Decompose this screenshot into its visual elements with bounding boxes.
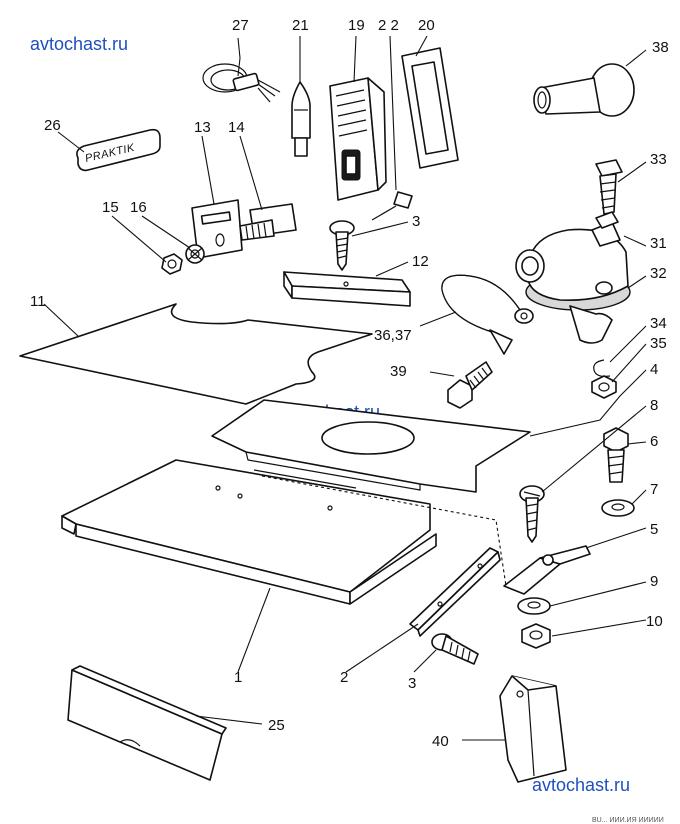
leader-lines	[43, 35, 647, 741]
callout-32: 32	[650, 265, 667, 282]
callout-21: 21	[292, 17, 309, 34]
callout-25: 25	[268, 717, 285, 734]
part-12-bar	[283, 271, 411, 307]
callout-38: 38	[652, 39, 669, 56]
part-22-pin	[371, 191, 413, 221]
callout-4: 4	[650, 361, 658, 378]
part-7-washer	[601, 499, 635, 517]
callout-14: 14	[228, 119, 245, 136]
callout-15: 15	[102, 199, 119, 216]
part-5-hinge	[503, 545, 591, 595]
part-16-washer	[185, 244, 205, 264]
callout-8: 8	[650, 397, 658, 414]
callout-22: 2 2	[378, 17, 399, 34]
callout-5: 5	[650, 521, 658, 538]
part-10-nut	[521, 623, 551, 649]
part-2-rail	[409, 547, 501, 637]
part-14-screw-plate	[239, 203, 297, 241]
callout-11: 11	[30, 293, 46, 310]
part-33-bolt	[595, 159, 623, 215]
callout-16: 16	[130, 199, 147, 216]
part-36-37-cable	[441, 274, 534, 355]
callout-10: 10	[646, 613, 663, 630]
callout-34: 34	[650, 315, 667, 332]
part-27-wire-holder	[202, 63, 281, 103]
part-8-screw	[519, 485, 545, 543]
part-34-clip	[593, 359, 611, 377]
callout-26: 26	[44, 117, 61, 134]
part-1-shelf-panel	[61, 459, 437, 605]
part-11-floor-mat	[19, 303, 373, 405]
part-38-rubber-boot	[533, 63, 635, 117]
part-6-bolt	[603, 427, 629, 483]
part-39-bolt	[447, 361, 493, 409]
watermark-top-left: avtochast.ru	[30, 34, 128, 54]
part-40-guard	[499, 675, 567, 783]
part-35-nut	[591, 375, 617, 399]
callout-39: 39	[390, 363, 407, 380]
callout-13: 13	[194, 119, 211, 136]
part-20-frame	[401, 47, 459, 169]
callout-20: 20	[418, 17, 435, 34]
part-21-bulb	[291, 81, 311, 157]
callout-27: 27	[232, 17, 249, 34]
callout-35: 35	[650, 335, 667, 352]
callout-numbers: 27 21 19 2 2 20 26 13 14 15 16 3 12 11 3…	[30, 17, 669, 750]
part-3-screw-upper	[329, 220, 355, 271]
part-3-screw-lower	[431, 633, 479, 665]
part-4-floor-panel	[211, 399, 531, 493]
part-25-cover	[67, 665, 227, 781]
callout-33: 33	[650, 151, 667, 168]
callout-9: 9	[650, 573, 658, 590]
callout-7: 7	[650, 481, 658, 498]
part-26-praktik-badge: PRAKTIK	[76, 128, 161, 172]
callout-3-upper: 3	[412, 213, 420, 230]
part-15-nut	[161, 253, 183, 275]
part-31-32-assembly	[515, 211, 631, 344]
callout-36-37: 36,37	[374, 327, 412, 344]
callout-1: 1	[234, 669, 242, 686]
part-9-washer	[517, 597, 551, 615]
footer-ref: BU... ИИИ.ИЯ ИИИИИ	[592, 817, 664, 824]
callout-31: 31	[650, 235, 667, 252]
callout-40: 40	[432, 733, 449, 750]
callout-19: 19	[348, 17, 365, 34]
watermark-bottom-right: avtochast.ru	[532, 775, 630, 795]
part-13-bracket	[191, 199, 243, 259]
callout-3-lower: 3	[408, 675, 416, 692]
part-19-switch-housing	[329, 77, 387, 201]
callout-6: 6	[650, 433, 658, 450]
callout-2: 2	[340, 669, 348, 686]
callout-12: 12	[412, 253, 429, 270]
